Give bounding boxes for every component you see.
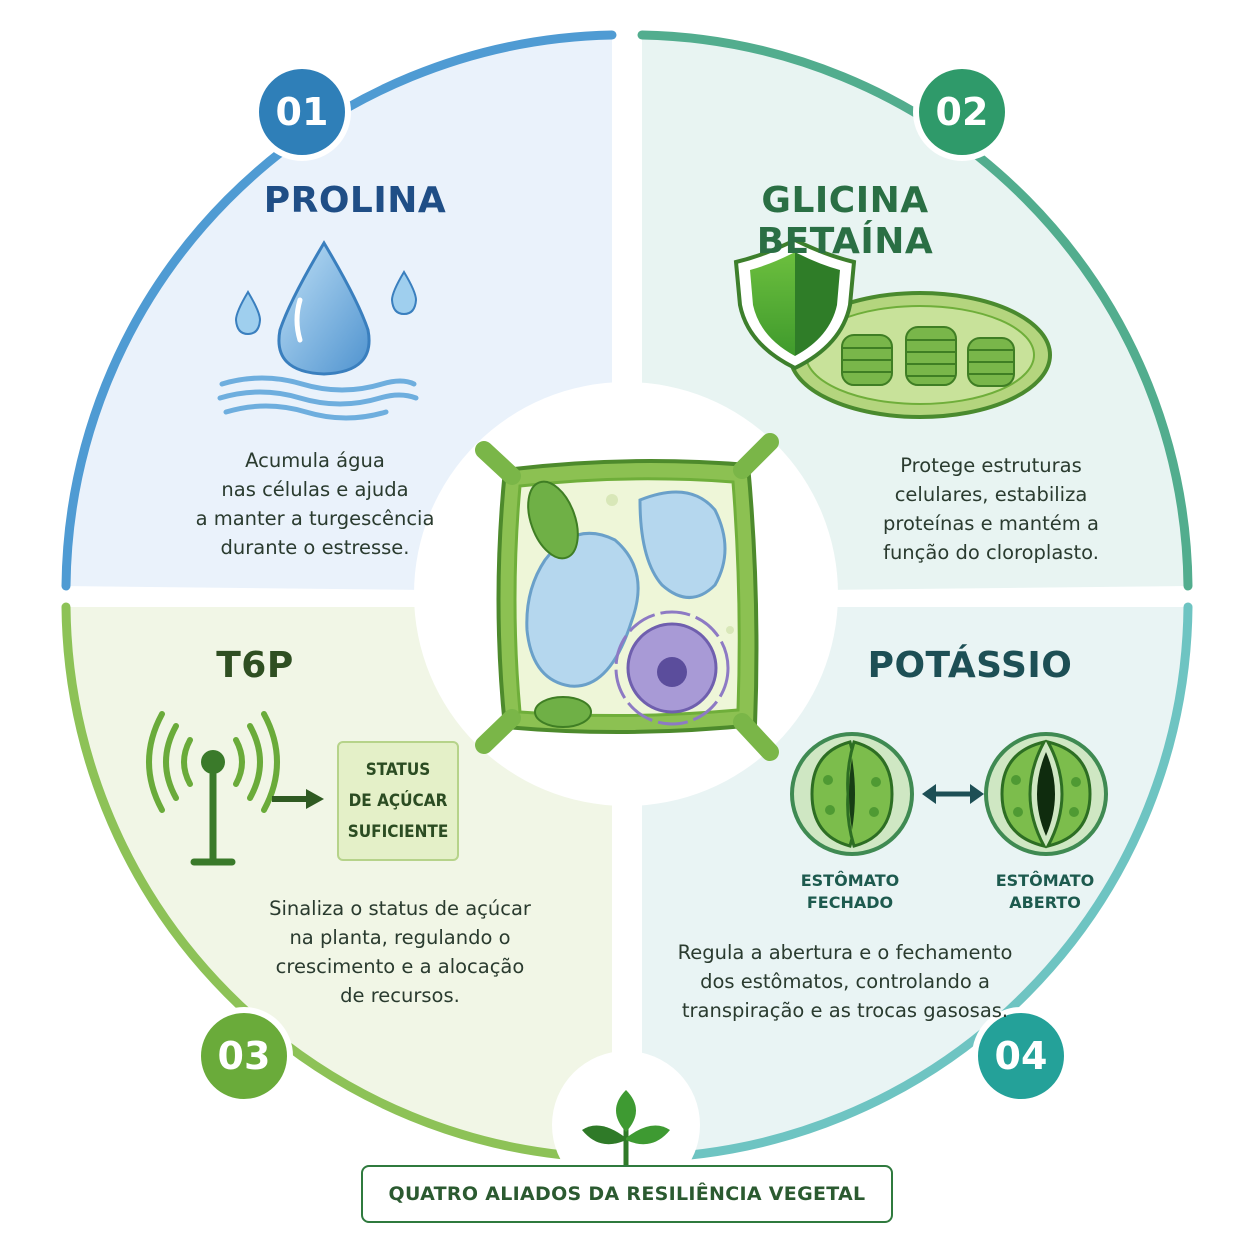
stomata-open-label: ESTÔMATO ABERTO [995,871,1095,912]
quadrant-title-glicina-betaina: GLICINA BETAÍNA [756,180,934,262]
outer-ring [61,30,1193,1163]
plant-cell-icon [475,433,779,761]
double-arrow-icon [922,784,984,804]
sprout-icon [552,1051,700,1199]
quadrant-title-prolina: PROLINA [263,180,447,221]
footer-title: QUATRO ALIADOS DA RESILIÊNCIA VEGETAL [388,1183,866,1205]
stomata-open-icon [984,732,1108,856]
quadrant-number-03: 03 [195,1007,293,1105]
quadrant-description-t6p: Sinaliza o status de açúcar na planta, r… [269,897,531,1007]
quadrant-number-04: 04 [972,1007,1070,1105]
arrow-right-icon [272,789,324,809]
footer-banner: QUATRO ALIADOS DA RESILIÊNCIA VEGETAL [361,1165,893,1223]
quadrant-description-glicina-betaina: Protege estruturas celulares, estabiliza… [883,454,1099,564]
quadrant-number-02: 02 [913,63,1011,161]
quadrant-number-01: 01 [253,63,351,161]
quadrant-description-prolina: Acumula água nas células e ajuda a mante… [195,449,435,559]
shield-chloroplast-icon [733,237,1052,419]
stomata-icon [790,732,1108,856]
signal-antenna-icon [146,711,280,866]
sugar-status-box: STATUS DE AÇÚCAR SUFICIENTE [337,741,459,861]
quadrant-title-potassio: POTÁSSIO [867,645,1073,686]
quadrant-title-t6p: T6P [216,645,294,686]
water-drop-icon [217,240,419,421]
stomata-closed-label: ESTÔMATO FECHADO [800,871,900,912]
quadrant-description-potassio: Regula a abertura e o fechamento dos est… [677,941,1013,1022]
stomata-closed-icon [790,732,914,856]
